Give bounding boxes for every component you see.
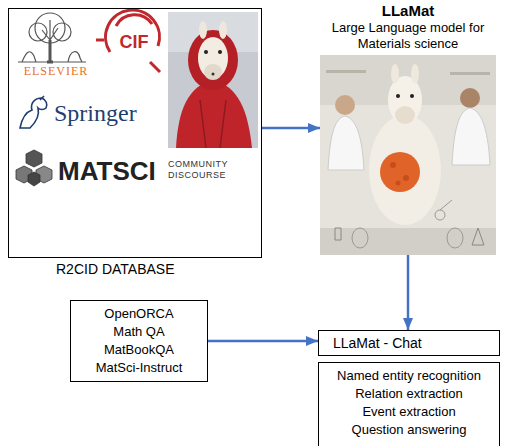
box-text: Relation extraction bbox=[355, 385, 463, 403]
box-text: LLaMat - Chat bbox=[333, 331, 422, 355]
logo-text: CIF bbox=[114, 31, 154, 53]
matsci-icon bbox=[16, 150, 52, 186]
model-subtitle: Large Language model for Materials scien… bbox=[314, 20, 502, 52]
logo-text: COMMUNITY DISCOURSE bbox=[168, 159, 240, 181]
database-label: R2CID DATABASE bbox=[56, 261, 175, 277]
flow-arrow bbox=[262, 127, 320, 130]
logo-text: Springer bbox=[54, 99, 164, 128]
box-text: Event extraction bbox=[362, 403, 455, 421]
model-image: LLaMatLarge Language model for Materials… bbox=[320, 55, 496, 255]
flow-arrow bbox=[208, 340, 318, 343]
box-text: Math QA bbox=[113, 323, 164, 341]
cif-logo bbox=[96, 10, 160, 72]
box-text: MatSci-Instruct bbox=[96, 359, 183, 377]
task-box: Named entity recognitionRelation extract… bbox=[318, 362, 500, 446]
elsevier-tree bbox=[18, 13, 86, 62]
chat-model-box: LLaMat - Chat bbox=[318, 330, 500, 356]
flow-arrow bbox=[407, 255, 410, 330]
box-text: Question answering bbox=[352, 421, 467, 439]
springer-horse bbox=[20, 96, 47, 128]
dataset-box: OpenORCAMath QAMatBookQAMatSci-Instruct bbox=[70, 300, 208, 382]
logo-text: MATSCI bbox=[58, 156, 166, 187]
box-text: Named entity recognition bbox=[337, 367, 481, 385]
llama-photo bbox=[168, 12, 258, 148]
model-title: LLaMat bbox=[314, 2, 502, 20]
lab-illustration bbox=[320, 55, 496, 255]
box-text: MatBookQA bbox=[104, 341, 174, 359]
logo-text: ELSEVIER bbox=[12, 64, 100, 78]
box-text: OpenORCA bbox=[104, 305, 173, 323]
title-block: LLaMatLarge Language model for Materials… bbox=[314, 2, 502, 52]
